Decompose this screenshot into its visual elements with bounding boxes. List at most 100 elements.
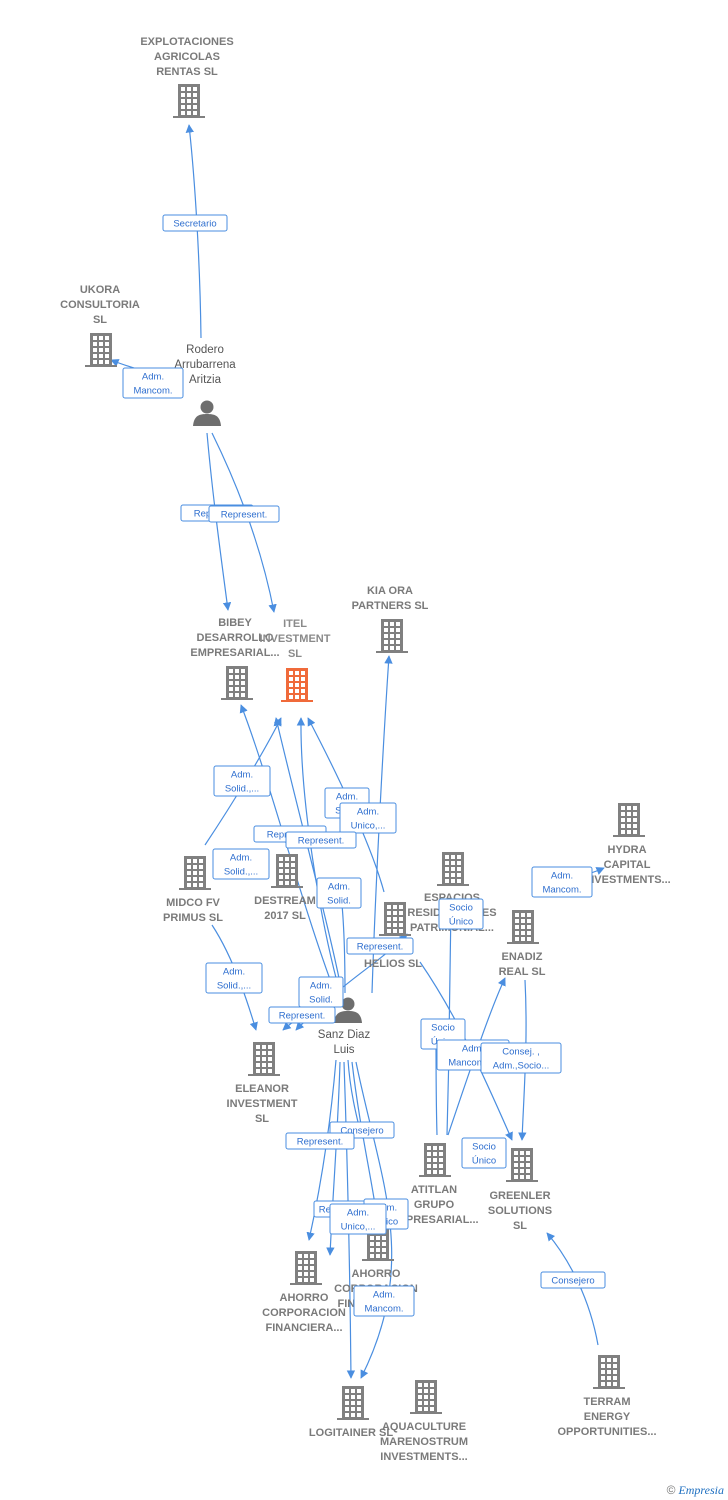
node-greenler[interactable]: GREENLER SOLUTIONS SL bbox=[488, 1148, 552, 1232]
node-label-line: ITEL bbox=[283, 618, 307, 630]
building-icon bbox=[419, 1143, 451, 1177]
edge-label-line: Solid. bbox=[309, 995, 333, 1006]
edge-label[interactable]: Represent. bbox=[268, 1006, 336, 1024]
edge-label[interactable]: Adm.Solid.,... bbox=[212, 848, 270, 880]
node-label-line: ELEANOR bbox=[235, 1083, 289, 1095]
brand-name: Empresia bbox=[678, 1483, 724, 1497]
node-label-line: TERRAM bbox=[583, 1396, 630, 1408]
edge-label-box bbox=[346, 937, 414, 955]
edge-label-line: Adm. bbox=[347, 1208, 369, 1219]
building-icon bbox=[290, 1251, 322, 1285]
edge-label-line: Represent. bbox=[279, 1011, 325, 1022]
node-label-line: Rodero bbox=[186, 344, 224, 356]
edge-label-box bbox=[213, 765, 271, 797]
edge-line bbox=[296, 717, 341, 994]
node-label-line: INVESTMENTS... bbox=[583, 874, 670, 886]
edge-label-line: Adm. bbox=[310, 981, 332, 992]
edge-label[interactable]: Adm.Solid.,... bbox=[205, 962, 263, 994]
edge-label[interactable]: Adm.Mancom. bbox=[353, 1285, 415, 1317]
edge-label[interactable]: Adm.Unico,... bbox=[329, 1203, 387, 1235]
building-icon bbox=[248, 1042, 280, 1076]
edge-label-box bbox=[480, 1042, 562, 1074]
node-label-line: CONSULTORIA bbox=[60, 299, 140, 311]
empresia-watermark[interactable]: ©Empresia bbox=[667, 1483, 724, 1498]
building-icon bbox=[613, 803, 645, 837]
edge-label[interactable]: Secretario bbox=[162, 214, 228, 232]
node-helios[interactable]: HELIOS SL bbox=[364, 902, 422, 970]
node-label-line: DESTREAM bbox=[254, 895, 316, 907]
edge-label[interactable]: Consejero bbox=[540, 1271, 606, 1289]
node-label-line: SL bbox=[513, 1220, 527, 1232]
edge-label[interactable]: Adm.Mancom. bbox=[531, 866, 593, 898]
node-label-line: REAL SL bbox=[499, 966, 546, 978]
edge-label-box bbox=[162, 214, 228, 232]
edge-label-text: Represent. bbox=[357, 942, 403, 953]
edge-label-box bbox=[316, 877, 362, 909]
building-icon bbox=[221, 666, 253, 700]
edge-label[interactable]: Represent. bbox=[208, 505, 280, 523]
edge-label-line: Unico,... bbox=[351, 821, 386, 832]
edge-label-line: Represent. bbox=[221, 510, 267, 521]
node-logitainer[interactable]: LOGITAINER SL bbox=[309, 1386, 393, 1439]
node-label-line: GRUPO bbox=[414, 1199, 455, 1211]
node-label-line: Arrubarrena bbox=[174, 359, 236, 371]
edge-label-box bbox=[531, 866, 593, 898]
edge-label[interactable]: Represent. bbox=[346, 937, 414, 955]
edge-label-line: Mancom. bbox=[364, 1304, 403, 1315]
edge-label-line: Represent. bbox=[298, 836, 344, 847]
edge-label-line: Adm. bbox=[462, 1044, 484, 1055]
node-label-line: SOLUTIONS bbox=[488, 1205, 552, 1217]
edge-label-text: Represent. bbox=[279, 1011, 325, 1022]
edge-label[interactable]: Adm.Solid.,... bbox=[213, 765, 271, 797]
node-label-line: AQUACULTURE bbox=[382, 1421, 466, 1433]
edge-label-line: Solid.,... bbox=[217, 981, 251, 992]
edge-label[interactable]: Adm.Unico,... bbox=[339, 802, 397, 834]
node-label-line: KIA ORA bbox=[367, 585, 413, 597]
edge-label[interactable]: Represent. bbox=[285, 1132, 355, 1150]
edge-label-text: Consejero bbox=[551, 1276, 594, 1287]
node-label-line: Sanz Diaz bbox=[318, 1029, 371, 1041]
edge-label-line: Adm. bbox=[230, 853, 252, 864]
edge-label[interactable]: Adm.Mancom. bbox=[122, 367, 184, 399]
edge-label-box bbox=[268, 1006, 336, 1024]
edge-label-line: Único bbox=[449, 917, 473, 928]
building-icon bbox=[593, 1355, 625, 1389]
building-icon bbox=[85, 333, 117, 367]
node-label-line: Aritzia bbox=[189, 374, 222, 386]
edge-label-line: Socio bbox=[472, 1142, 496, 1153]
edge-label-text: Adm.Solid.,... bbox=[225, 770, 259, 795]
edge-label[interactable]: Represent. bbox=[285, 831, 357, 849]
edge-label-text: Secretario bbox=[173, 219, 216, 230]
edge-label-line: Consejero bbox=[340, 1126, 383, 1137]
node-label-line: GREENLER bbox=[489, 1190, 550, 1202]
edge-label-box bbox=[208, 505, 280, 523]
edge-label[interactable]: Consej. ,Adm.,Socio... bbox=[480, 1042, 562, 1074]
node-label-line: INVESTMENTS... bbox=[380, 1451, 467, 1463]
edge-label-text: Represent. bbox=[297, 1137, 343, 1148]
edge-label-box bbox=[540, 1271, 606, 1289]
edge-label[interactable]: Adm. Solid. bbox=[298, 976, 344, 1008]
edge-label[interactable]: Adm.Solid. bbox=[316, 877, 362, 909]
